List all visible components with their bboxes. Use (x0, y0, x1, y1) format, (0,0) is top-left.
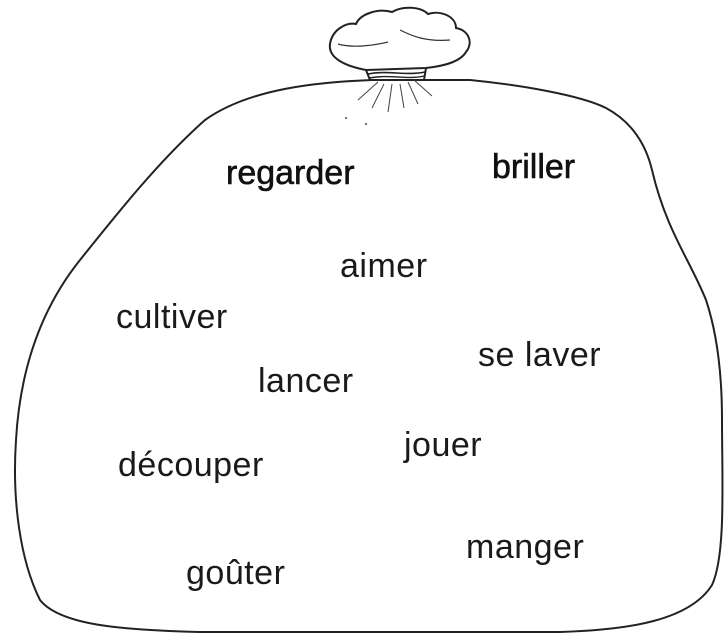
word-manger: manger (466, 530, 584, 564)
word-gouter: goûter (186, 556, 285, 590)
word-lancer: lancer (258, 364, 354, 398)
word-regarder: regarder (226, 156, 355, 190)
word-decouper: découper (118, 448, 264, 482)
word-briller: briller (492, 150, 575, 184)
word-se-laver: se laver (478, 338, 601, 372)
word-aimer: aimer (340, 249, 428, 283)
sack-outline (15, 80, 723, 632)
tied-knot-icon (330, 8, 470, 125)
word-jouer: jouer (404, 428, 482, 462)
word-cultiver: cultiver (116, 300, 228, 334)
